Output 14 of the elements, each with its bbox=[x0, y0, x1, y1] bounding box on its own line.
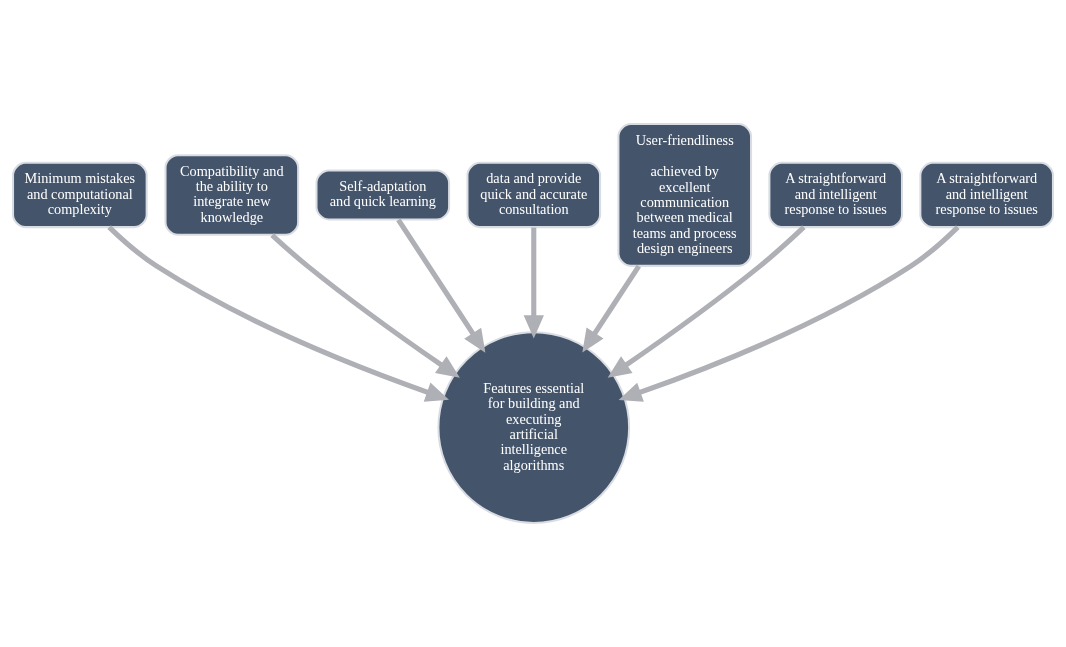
arrow bbox=[270, 233, 460, 378]
arrow bbox=[607, 225, 806, 378]
node-box: Self-adaptation and quick learning bbox=[315, 169, 451, 221]
node-box: data and provide quick and accurate consultation bbox=[466, 161, 602, 229]
node-box: A straightforward and intelligent response to issues bbox=[768, 161, 903, 229]
arrow bbox=[618, 225, 960, 402]
node-box: User-friendliness achieved by excellent communication between medical teams and process design engineers bbox=[617, 123, 753, 267]
node-box: Compatibility and the ability to integrate new knowledge bbox=[164, 154, 300, 236]
node-box: Minimum mistakes and computational complexity bbox=[12, 161, 148, 229]
arrow bbox=[107, 225, 449, 402]
node-box: A straightforward and intelligent response to issues bbox=[919, 161, 1054, 229]
arrow bbox=[523, 227, 544, 339]
arrow bbox=[582, 264, 641, 353]
arrow bbox=[396, 218, 486, 353]
